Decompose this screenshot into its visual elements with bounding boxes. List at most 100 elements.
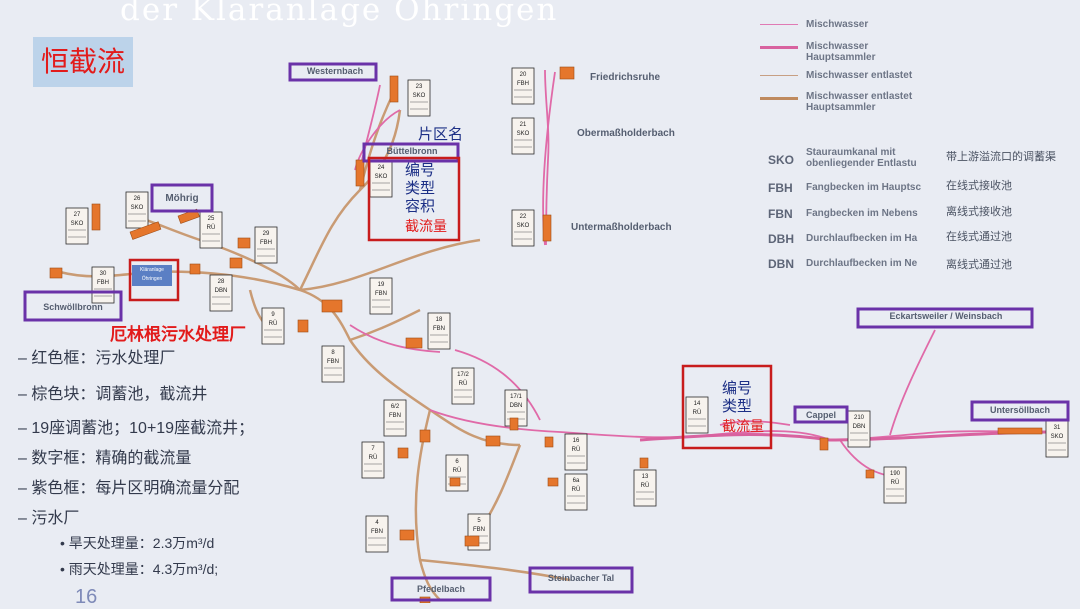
district-frame: [150, 183, 214, 213]
storage-tank: [189, 263, 201, 275]
storage-tank: [399, 529, 415, 541]
station-number: 28: [218, 279, 225, 285]
type-german: Durchlaufbecken im Ha: [806, 233, 918, 244]
district-untersollbach: Untersöllbach: [989, 405, 1050, 415]
station-type: FBN: [327, 359, 339, 365]
storage-tank: [229, 257, 243, 269]
station-number: 31: [1054, 425, 1061, 431]
station-type: RÜ: [453, 467, 462, 474]
station-type: SKO: [131, 205, 144, 211]
station-box-frame: [511, 117, 535, 155]
storage-tank: [419, 429, 431, 443]
station-box-frame: [91, 266, 115, 304]
type-abbr: DBN: [768, 257, 794, 271]
wwtp-label: 厄林根污水处理厂: [110, 325, 246, 344]
storage-tank: [177, 208, 200, 224]
station-box: 17/2RÜ: [451, 367, 475, 405]
place-obermassholderbach: Obermaßholderbach: [577, 128, 675, 139]
station-type: SKO: [517, 223, 530, 229]
station-type: SKO: [517, 131, 530, 137]
pipe-overflow: [298, 109, 402, 291]
page-number: 16: [75, 586, 98, 608]
legend-label: Mischwasser: [806, 19, 869, 30]
station-box-frame: [847, 410, 871, 448]
station-type: SKO: [413, 93, 426, 99]
pipe-overflow: [299, 238, 481, 292]
pipe-main-collector: [639, 430, 1051, 442]
storage-tank: [129, 221, 162, 240]
station-box-frame: [125, 191, 149, 229]
station-number: 20: [520, 72, 527, 78]
station-box-frame: [685, 396, 709, 434]
annotation-number: 编号: [722, 380, 753, 397]
treatment-plant-icon: Kläranlage Öhringen: [132, 265, 172, 286]
pipe-combined: [719, 420, 791, 426]
station-box-frame: [65, 207, 89, 245]
district-eckartsweiler: Eckartsweiler / Weinsbach: [889, 311, 1003, 321]
station-type: SKO: [375, 174, 388, 180]
station-type: RÜ: [207, 224, 216, 231]
storage-tank: [559, 66, 575, 80]
station-box-frame: [633, 469, 657, 507]
station-box-frame: [321, 345, 345, 383]
station-number: 13: [642, 474, 649, 480]
category-badge: 恒截流: [33, 37, 133, 87]
highlight-frame: [128, 258, 180, 302]
storage-tank: [449, 477, 461, 487]
district-buttelbronn: Büttelbronn: [386, 146, 438, 156]
station-type: FBN: [433, 326, 445, 332]
bullet-item: – 棕色块：调蓄池，截流井: [18, 386, 208, 403]
station-number: 6a: [573, 478, 580, 484]
station-type: FBN: [389, 413, 401, 419]
station-type: FBH: [97, 280, 109, 286]
place-untermassholderbach: Untermaßholderbach: [571, 222, 672, 233]
station-number: 9: [271, 312, 275, 318]
station-number: 23: [416, 84, 423, 90]
type-german: Fangbecken im Hauptsc: [806, 182, 922, 193]
station-number: 29: [263, 231, 270, 237]
district-cappel: Cappel: [805, 410, 836, 420]
station-type: DBN: [215, 288, 228, 294]
bullet-item: – 19座调蓄池；10+19座截流井；: [18, 420, 255, 437]
pipe-overflow: [419, 558, 571, 582]
station-type: DBN: [853, 424, 866, 430]
type-chinese: 离线式通过池: [946, 259, 1012, 271]
station-number: 6: [455, 459, 459, 465]
district-schwollbronn: Schwöllbronn: [43, 302, 103, 312]
type-german: Durchlaufbecken im Ne: [806, 258, 918, 269]
station-number: 19: [378, 282, 385, 288]
station-number: 14: [694, 401, 701, 407]
storage-tank: [542, 214, 552, 242]
annotation-district-name: 片区名: [418, 126, 464, 143]
annotation-flow: 截流量: [405, 218, 447, 234]
highlight-frame: [681, 364, 773, 450]
station-box-frame: [365, 515, 389, 553]
district-pfedelbach: Pfedelbach: [416, 584, 465, 594]
station-number: 17/1: [510, 394, 522, 400]
storage-tank: [547, 477, 559, 487]
station-number: 5: [477, 518, 481, 524]
station-number: 210: [854, 415, 865, 421]
station-type: FBN: [375, 291, 387, 297]
type-abbr: DBH: [768, 232, 794, 246]
pipe-combined: [889, 329, 936, 436]
type-chinese: 在线式通过池: [946, 231, 1012, 243]
highlight-frame: [367, 156, 461, 242]
legend-swatch-mischwasser: [760, 24, 798, 25]
station-box-frame: [361, 441, 385, 479]
district-mohrig: Möhrig: [165, 193, 199, 204]
station-number: 4: [375, 520, 379, 526]
station-box: 7RÜ: [361, 441, 385, 479]
